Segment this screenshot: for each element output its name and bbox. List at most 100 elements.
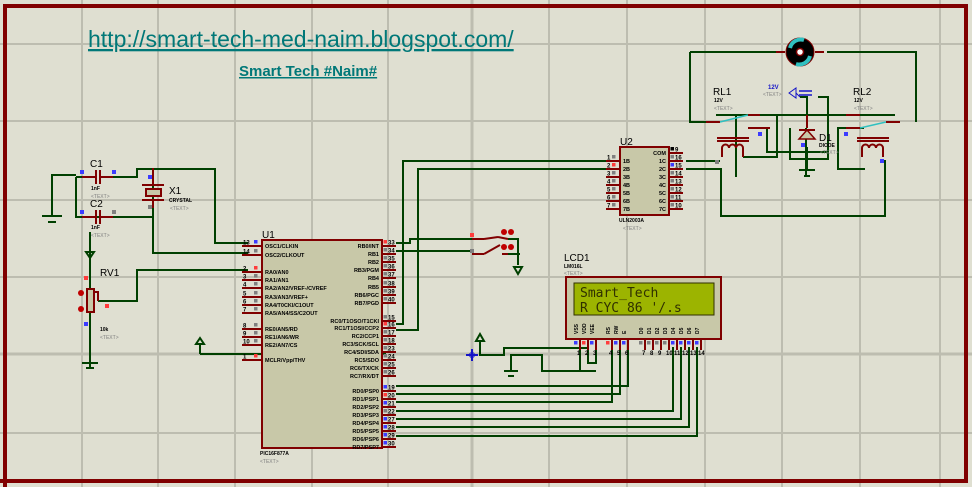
rl1-value: 12V [714, 98, 724, 104]
pin-name: RC0/T1OSO/T1CKI [330, 319, 379, 325]
lcd-pin-number: 11 [674, 351, 681, 357]
relay-rl2[interactable]: RL2 12V <TEXT> [844, 87, 900, 163]
lcd-display-lcd1[interactable]: Smart_Tech R_CYC 86 '/.s LCD1 LM016L <TE… [564, 253, 722, 357]
pin-6[interactable]: 66B [606, 195, 630, 205]
pin-number: 10 [243, 340, 250, 346]
microcontroller-u1[interactable]: U1 PIC16F877A <TEXT> 13OSC1/CLKIN14OSC2/… [242, 230, 396, 465]
pin-5[interactable]: 55B [606, 187, 630, 197]
diode-d1[interactable]: D1 DIODE <TEXT> [797, 115, 839, 156]
pin-7[interactable]: 77B [606, 203, 630, 213]
lcd-pin-rw[interactable]: RW5 [614, 325, 621, 357]
pin-3[interactable]: 33B [606, 171, 630, 181]
pin-number: 16 [388, 323, 395, 329]
crystal-x1[interactable]: X1 CRYSTAL <TEXT> [142, 168, 192, 212]
pin-number: 6 [243, 300, 247, 306]
blog-url-link[interactable]: http://smart-tech-med-naim.blogspot.com/ [88, 26, 514, 52]
pin-name: RB4 [368, 276, 380, 282]
pin-name: RC4/SDI/SDA [344, 350, 379, 356]
lcd-pin-e[interactable]: E6 [622, 330, 629, 357]
lcd-pin-number: 1 [577, 351, 581, 357]
pin-2[interactable]: 22B [606, 163, 630, 173]
capacitor-c2[interactable]: C2 1nF <TEXT> [80, 199, 116, 239]
pin-number: 34 [388, 249, 395, 255]
capacitor-c1[interactable]: C1 1nF <TEXT> [80, 159, 116, 200]
lcd-pin-d0[interactable]: D07 [639, 327, 646, 357]
pin-name: RB0/INT [358, 244, 380, 250]
dc-motor-icon[interactable] [776, 37, 824, 67]
driver-ic-u2[interactable]: U2 ULN2003A <TEXT> 11B22B33B44B55B66B77B… [606, 137, 683, 232]
lcd-pin-number: 14 [698, 351, 705, 357]
pin-name: RA2/AN2/VREF-/CVREF [265, 286, 327, 292]
relay-rl1[interactable]: RL1 12V <TEXT> [706, 87, 770, 164]
pin-name: 6B [623, 199, 630, 205]
pin-number: 14 [243, 250, 250, 256]
switch-1[interactable] [470, 229, 514, 240]
lcd-pin-d1[interactable]: D18 [647, 327, 654, 357]
rl1-ref: RL1 [713, 87, 732, 98]
pin-1[interactable]: 11B [606, 155, 630, 165]
switch-2[interactable] [470, 244, 514, 255]
power-12v-terminal[interactable]: 12V <TEXT> [763, 85, 812, 115]
lcd-pin-d2[interactable]: D29 [655, 327, 662, 357]
pin-number: 2 [243, 267, 247, 273]
lcd-pin-number: 2 [585, 351, 589, 357]
potentiometer-rv1[interactable]: RV1 10k <TEXT> [78, 268, 120, 341]
lcd-pin-rs[interactable]: RS4 [606, 326, 613, 357]
pin-4[interactable]: 44B [606, 179, 630, 189]
pin-name: OSC1/CLKIN [265, 244, 298, 250]
